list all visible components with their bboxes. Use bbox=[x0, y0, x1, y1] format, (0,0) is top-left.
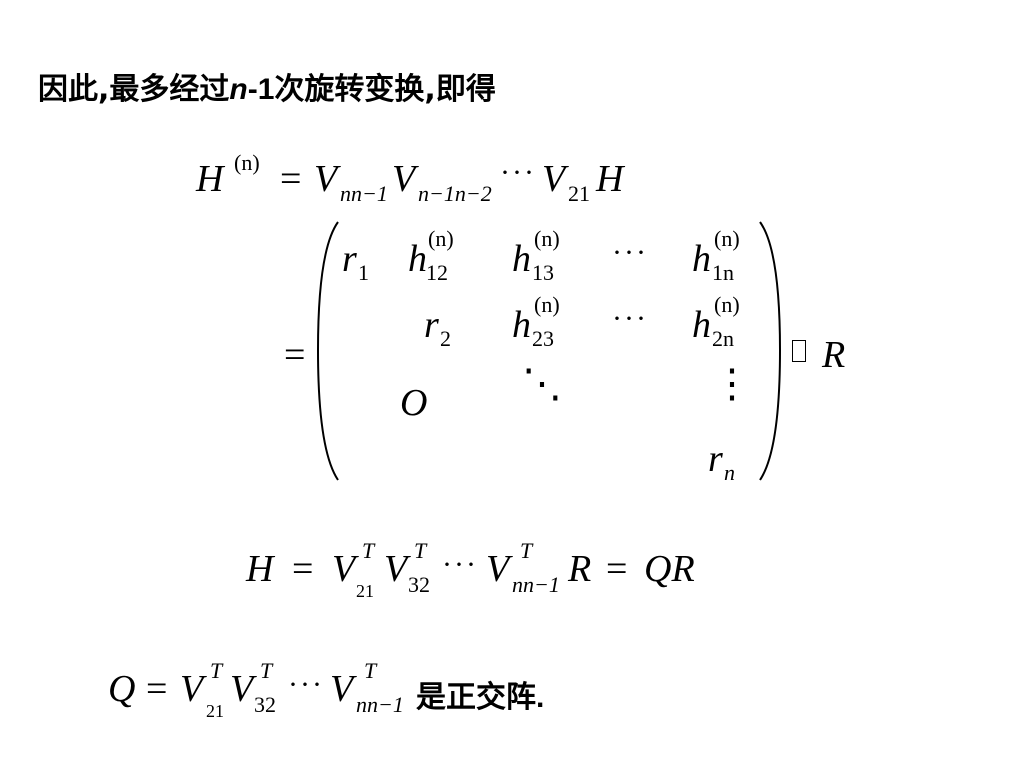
eq3-V2: V bbox=[230, 668, 254, 710]
eq1-V3: V bbox=[542, 158, 566, 200]
eq3-V1-subscript: 21 bbox=[206, 701, 224, 721]
matrix-h13-subscript: 13 bbox=[532, 260, 554, 285]
matrix-h12-subscript: 12 bbox=[426, 260, 448, 285]
eq3-V3: V bbox=[330, 668, 354, 710]
eq1-H2: H bbox=[596, 158, 624, 200]
eq1-equals: = bbox=[280, 158, 302, 200]
matrix-equals: = bbox=[284, 334, 306, 376]
eq2-H: H bbox=[246, 548, 274, 590]
matrix-h2n-superscript: (n) bbox=[714, 292, 740, 317]
eq2-V3: V bbox=[486, 548, 510, 590]
matrix-h2n: h bbox=[692, 304, 711, 346]
matrix-r1: r bbox=[342, 238, 357, 280]
eq3-V3-superscript: T bbox=[364, 658, 377, 683]
eq2-V2: V bbox=[384, 548, 408, 590]
matrix-r2-subscript: 2 bbox=[440, 326, 451, 351]
eq1-H: H bbox=[196, 158, 224, 200]
eq3-V2-superscript: T bbox=[260, 658, 273, 683]
eq3-Q: Q bbox=[108, 668, 136, 710]
matrix-row1-cdots: ··· bbox=[612, 236, 648, 269]
eq2-V3-superscript: T bbox=[520, 538, 533, 563]
header-text: 因此,最多经过n-1次旋转变换,即得 bbox=[38, 64, 496, 108]
eq3-cdots: ··· bbox=[288, 668, 324, 701]
eq2-V1: V bbox=[332, 548, 356, 590]
header-minus-one: -1 bbox=[247, 73, 275, 106]
eq1-H-superscript: (n) bbox=[234, 150, 260, 175]
matrix-h13-superscript: (n) bbox=[534, 226, 560, 251]
eq2-cdots: ··· bbox=[442, 548, 478, 581]
eq2-V1-superscript: T bbox=[362, 538, 375, 563]
eq1-V3-subscript: 21 bbox=[568, 181, 590, 206]
eq2-equals2: = bbox=[606, 548, 628, 590]
eq2-V2-superscript: T bbox=[414, 538, 427, 563]
matrix-r2: r bbox=[424, 304, 439, 346]
eq3-V2-subscript: 32 bbox=[254, 692, 276, 717]
eq2-QR: QR bbox=[644, 548, 695, 590]
eq2-V1-subscript: 21 bbox=[356, 581, 374, 601]
eq3-V1: V bbox=[180, 668, 204, 710]
matrix-ddots: ⋱ bbox=[522, 361, 562, 406]
matrix-zero-block: O bbox=[400, 382, 428, 424]
matrix-h12: h bbox=[408, 238, 427, 280]
eq2-V3-subscript: nn−1 bbox=[512, 572, 560, 597]
right-paren bbox=[759, 221, 782, 481]
eq1-V1-subscript: nn−1 bbox=[340, 181, 388, 206]
matrix-r1-subscript: 1 bbox=[358, 260, 369, 285]
matrix-h23-subscript: 23 bbox=[532, 326, 554, 351]
header-suffix: 次旋转变换,即得 bbox=[274, 72, 496, 107]
eq2-V2-subscript: 32 bbox=[408, 572, 430, 597]
matrix-h2n-subscript: 2n bbox=[712, 326, 734, 351]
matrix-rn: r bbox=[708, 438, 723, 480]
eq2-equals: = bbox=[292, 548, 314, 590]
matrix-h1n: h bbox=[692, 238, 711, 280]
matrix-h12-superscript: (n) bbox=[428, 226, 454, 251]
eq3-equals: = bbox=[146, 668, 168, 710]
matrix-h1n-subscript: 1n bbox=[712, 260, 734, 285]
matrix-row2-cdots: ··· bbox=[612, 302, 648, 335]
eq1-V1: V bbox=[314, 158, 338, 200]
matrix-vdots: ⋮ bbox=[712, 361, 752, 406]
eq3-V3-subscript: nn−1 bbox=[356, 692, 404, 717]
missing-glyph-box bbox=[792, 340, 806, 362]
header-prefix: 因此,最多经过 bbox=[38, 72, 230, 107]
eq1-V2-subscript: n−1n−2 bbox=[418, 181, 492, 206]
eq3-tail-text: 是正交阵. bbox=[416, 672, 544, 716]
matrix-h13: h bbox=[512, 238, 531, 280]
eq2-R: R bbox=[568, 548, 592, 590]
eq1-V2: V bbox=[392, 158, 416, 200]
eq3-period: . bbox=[536, 681, 545, 714]
eq3-tail: 是正交阵 bbox=[416, 680, 536, 715]
eq1-cdots: ··· bbox=[500, 156, 536, 189]
matrix-h1n-superscript: (n) bbox=[714, 226, 740, 251]
header-n: n bbox=[229, 73, 248, 106]
left-paren bbox=[316, 221, 339, 481]
matrix-R: R bbox=[822, 334, 846, 376]
matrix-h23-superscript: (n) bbox=[534, 292, 560, 317]
matrix-h23: h bbox=[512, 304, 531, 346]
eq3-V1-superscript: T bbox=[210, 658, 223, 683]
matrix-rn-subscript: n bbox=[724, 460, 735, 485]
